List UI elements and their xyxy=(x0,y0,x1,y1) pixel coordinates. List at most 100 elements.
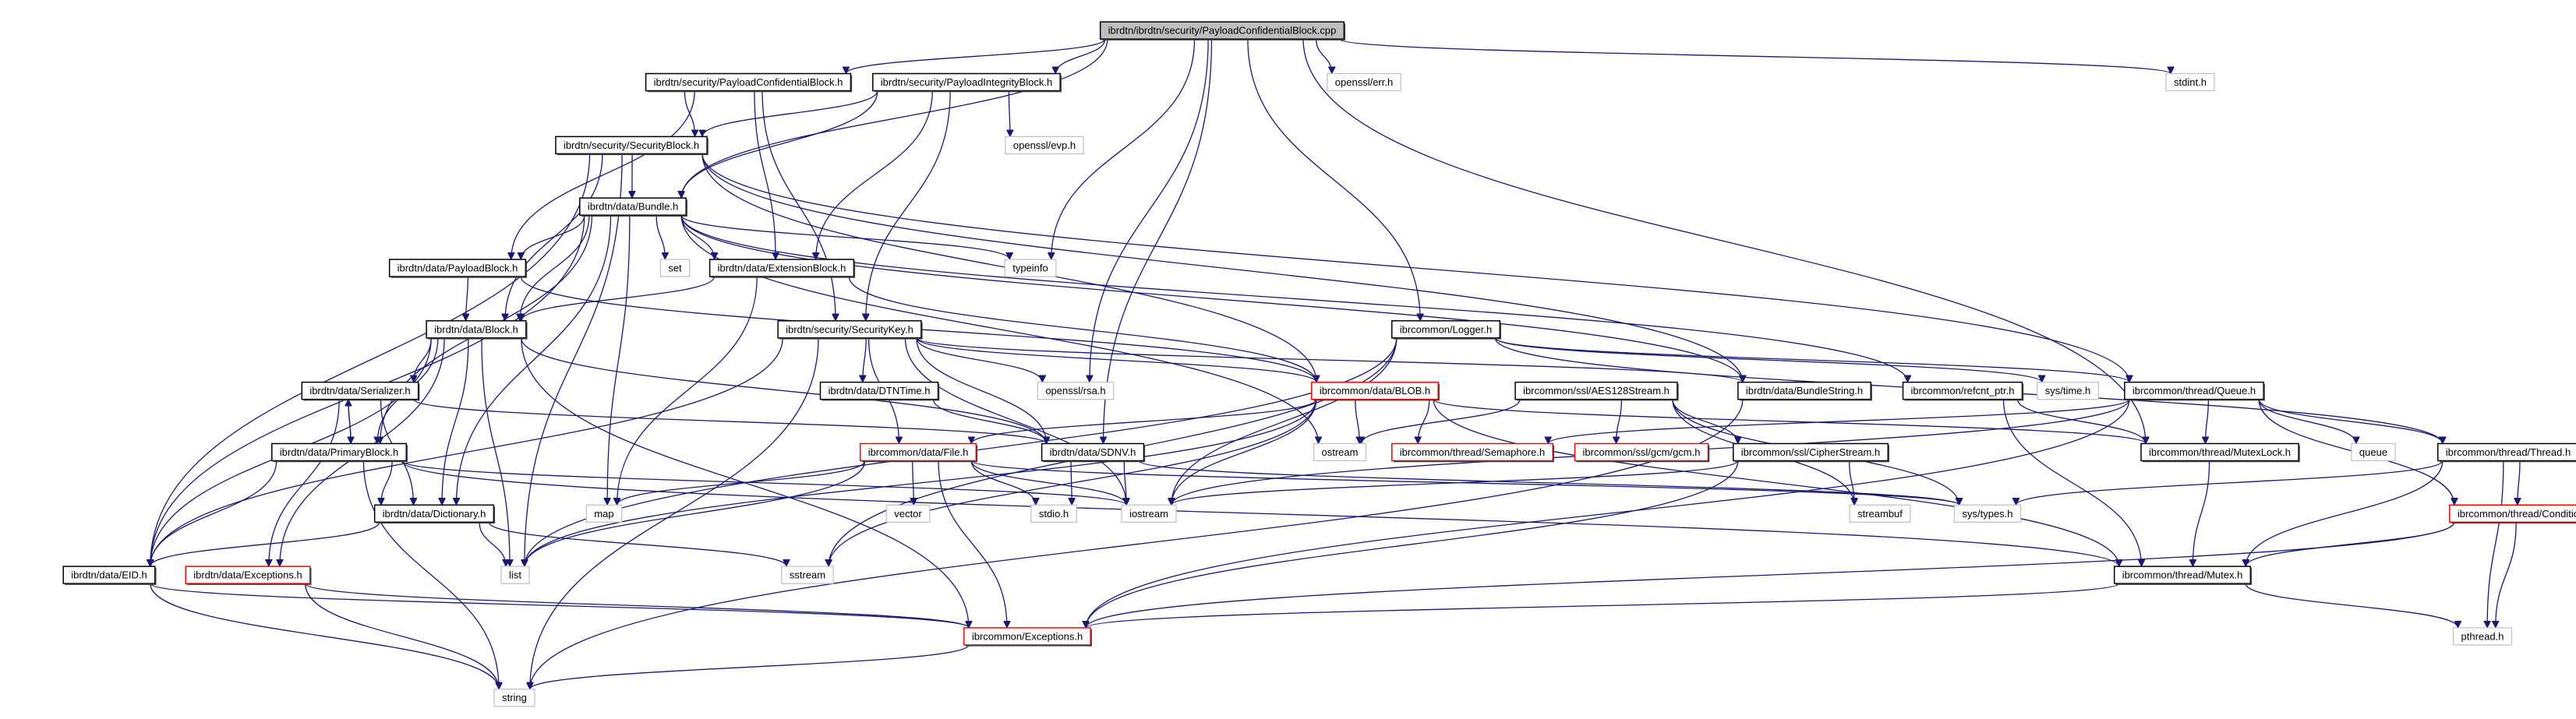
node-label: ibrdtn/data/Block.h xyxy=(434,323,518,335)
node-box xyxy=(1121,504,1177,523)
edge-eid-to-cexc xyxy=(150,583,969,629)
node-shadow xyxy=(861,445,978,463)
node-label: ibrdtn/data/Bundle.h xyxy=(588,201,678,213)
edge-blob-to-iostream xyxy=(1171,399,1317,506)
node-box xyxy=(1390,320,1501,339)
node-vector[interactable]: vector xyxy=(885,504,931,523)
node-sdnv[interactable]: ibrdtn/data/SDNV.h xyxy=(1041,442,1146,463)
edge-bundle-to-ostream xyxy=(680,215,1318,443)
edge-logger-to-iostream xyxy=(1171,337,1398,505)
node-box xyxy=(1733,442,1889,462)
node-eid[interactable]: ibrdtn/data/EID.h xyxy=(62,566,157,585)
node-label: ibrcommon/data/BLOB.h xyxy=(1320,385,1430,397)
node-bstring[interactable]: ibrdtn/data/BundleString.h xyxy=(1737,381,1872,401)
node-label: sstream xyxy=(790,569,825,581)
edge-root-to-stdint xyxy=(1338,38,2171,75)
node-box xyxy=(1311,381,1439,400)
node-cexc[interactable]: ibrcommon/Exceptions.h xyxy=(963,627,1092,647)
node-box xyxy=(1099,21,1345,40)
node-pthread[interactable]: pthread.h xyxy=(2452,627,2513,646)
edge-dictionary-to-sstream xyxy=(488,522,786,567)
node-label: ibrdtn/data/Dictionary.h xyxy=(383,508,486,520)
node-stdint[interactable]: stdint.h xyxy=(2165,72,2215,92)
node-block[interactable]: ibrdtn/data/Block.h xyxy=(426,320,528,340)
node-mutexlock[interactable]: ibrcommon/thread/MutexLock.h xyxy=(2140,442,2300,463)
node-label: ibrcommon/Exceptions.h xyxy=(972,630,1083,642)
node-systypes[interactable]: sys/types.h xyxy=(1953,504,2022,523)
node-queue[interactable]: queue xyxy=(2351,442,2396,462)
edge-aes-to-gcm xyxy=(1617,399,1623,444)
edge-file-to-list xyxy=(525,460,866,566)
node-label: streambuf xyxy=(1857,508,1903,520)
node-aes[interactable]: ibrcommon/ssl/AES128Stream.h xyxy=(1514,381,1679,401)
node-refcnt[interactable]: ibrcommon/refcnt_ptr.h xyxy=(1902,381,2024,401)
node-payloadblock[interactable]: ibrdtn/data/PayloadBlock.h xyxy=(388,259,528,278)
node-box xyxy=(62,566,156,584)
node-ssl-rsa[interactable]: openssl/rsa.h xyxy=(1037,382,1115,400)
node-iostream[interactable]: iostream xyxy=(1121,504,1177,523)
node-serializer[interactable]: ibrdtn/data/Serializer.h xyxy=(301,381,420,401)
node-sstream[interactable]: sstream xyxy=(781,566,834,584)
node-ostream[interactable]: ostream xyxy=(1313,442,1367,462)
node-box xyxy=(579,197,687,216)
node-label: ibrcommon/thread/Mutex.h xyxy=(2122,569,2243,581)
node-conditional[interactable]: ibrcommon/thread/Conditional.h xyxy=(2449,504,2576,524)
node-ssl-evp[interactable]: openssl/evp.h xyxy=(1005,136,1084,154)
node-extblock[interactable]: ibrdtn/data/ExtensionBlock.h xyxy=(708,259,856,278)
node-label: map xyxy=(594,508,613,520)
node-shadow xyxy=(1313,383,1440,401)
node-string[interactable]: string xyxy=(493,689,535,707)
node-file[interactable]: ibrcommon/data/File.h xyxy=(859,442,978,463)
edge-cexc-to-string xyxy=(530,644,970,690)
node-label: ibrdtn/security/PayloadIntegrityBlock.h xyxy=(881,76,1052,88)
edge-pcb-h-to-seckey xyxy=(761,90,836,320)
node-thread[interactable]: ibrcommon/thread/Thread.h xyxy=(2437,442,2576,463)
node-label: ibrdtn/data/PayloadBlock.h xyxy=(398,263,518,274)
node-shadow xyxy=(2125,383,2265,401)
node-secblock[interactable]: ibrdtn/security/SecurityBlock.h xyxy=(555,136,708,156)
edge-secblock-to-bstring xyxy=(701,153,1743,382)
node-shadow xyxy=(65,568,157,585)
node-dtntime[interactable]: ibrdtn/data/DTNTime.h xyxy=(819,381,940,401)
node-pib-h[interactable]: ibrdtn/security/PayloadIntegrityBlock.h xyxy=(872,72,1062,93)
node-label: ibrcommon/thread/Queue.h xyxy=(2133,385,2256,397)
edge-dictionary-to-eid xyxy=(150,522,380,567)
node-stdio[interactable]: stdio.h xyxy=(1030,504,1077,523)
node-label: ibrdtn/data/DTNTime.h xyxy=(828,385,930,397)
node-cipher[interactable]: ibrcommon/ssl/CipherStream.h xyxy=(1733,442,1889,463)
edge-conditional-to-pthread xyxy=(2496,522,2517,628)
edge-blob-to-semaphore xyxy=(1418,399,1430,444)
node-typeinfo[interactable]: typeinfo xyxy=(1004,259,1057,277)
node-gcm[interactable]: ibrcommon/ssl/gcm/gcm.h xyxy=(1574,442,1710,463)
node-queue-h[interactable]: ibrcommon/thread/Queue.h xyxy=(2124,381,2265,401)
node-set[interactable]: set xyxy=(659,259,691,277)
node-label: ibrdtn/security/SecurityKey.h xyxy=(786,323,913,335)
edge-bundle-to-block xyxy=(520,215,590,321)
node-shadow xyxy=(1904,383,2024,401)
edge-eid-to-string xyxy=(150,583,499,689)
node-list[interactable]: list xyxy=(500,566,530,584)
node-map[interactable]: map xyxy=(585,504,623,523)
node-logger[interactable]: ibrcommon/Logger.h xyxy=(1390,320,1502,340)
node-semaphore[interactable]: ibrcommon/thread/Semaphore.h xyxy=(1391,442,1554,463)
node-seckey[interactable]: ibrdtn/security/SecurityKey.h xyxy=(777,320,923,340)
node-mutex[interactable]: ibrcommon/thread/Mutex.h xyxy=(2113,566,2253,585)
node-shadow xyxy=(2451,522,2576,524)
node-pcb-h[interactable]: ibrdtn/security/PayloadConfidentialBlock… xyxy=(645,72,853,93)
node-ssl-err[interactable]: openssl/err.h xyxy=(1327,72,1401,92)
node-streambuf[interactable]: streambuf xyxy=(1849,504,1911,523)
node-root[interactable]: ibrdtn/ibrdtn/security/PayloadConfidenti… xyxy=(1099,21,1346,41)
node-box xyxy=(2449,504,2576,523)
node-primary[interactable]: ibrdtn/data/PrimaryBlock.h xyxy=(271,442,408,463)
edge-file-to-map xyxy=(617,460,866,506)
edge-root-to-bundle xyxy=(681,39,1108,198)
node-box xyxy=(872,72,1061,92)
node-systime[interactable]: sys/time.h xyxy=(2037,382,2099,400)
edge-primary-to-iostream xyxy=(401,460,1126,506)
edge-secblock-to-queue-h xyxy=(701,153,2129,382)
node-blob[interactable]: ibrcommon/data/BLOB.h xyxy=(1311,381,1440,401)
node-dexc[interactable]: ibrdtn/data/Exceptions.h xyxy=(185,566,312,585)
node-dictionary[interactable]: ibrdtn/data/Dictionary.h xyxy=(373,504,496,524)
node-bundle[interactable]: ibrdtn/data/Bundle.h xyxy=(579,197,687,217)
edge-root-to-pib-h xyxy=(1055,39,1106,74)
